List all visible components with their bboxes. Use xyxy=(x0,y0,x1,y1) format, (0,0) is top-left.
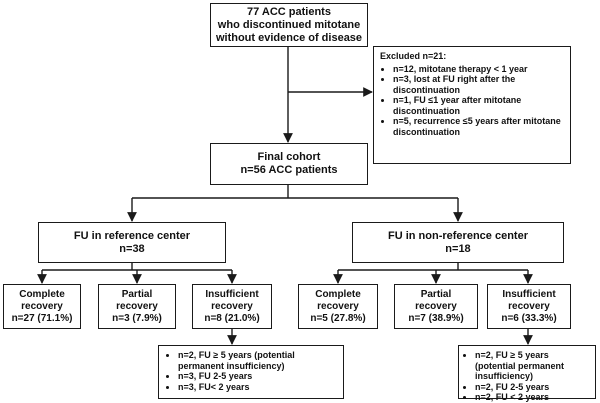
non-reference-center-box: FU in non-reference center n=18 xyxy=(352,222,564,263)
left-complete-recovery-box: Complete recovery n=27 (71.1%) xyxy=(3,284,81,329)
detail-item: n=3, FU< 2 years xyxy=(178,382,337,393)
excluded-list: n=12, mitotane therapy < 1 year n=3, los… xyxy=(380,64,564,138)
excluded-item: n=1, FU ≤1 year after mitotane discontin… xyxy=(393,95,564,116)
left-insufficient-recovery-box: Insufficient recovery n=8 (21.0%) xyxy=(192,284,272,329)
left-detail-list: n=2, FU ≥ 5 years (potential permanent i… xyxy=(165,350,337,392)
left-partial-count: n=3 (7.9%) xyxy=(112,312,162,324)
left-partial-label1: Partial xyxy=(121,288,153,300)
left-insufficient-detail-box: n=2, FU ≥ 5 years (potential permanent i… xyxy=(158,345,344,399)
right-complete-label1: Complete xyxy=(315,288,361,300)
right-complete-recovery-box: Complete recovery n=5 (27.8%) xyxy=(298,284,378,329)
right-partial-count: n=7 (38.9%) xyxy=(408,312,464,324)
left-complete-label1: Complete xyxy=(19,288,65,300)
detail-item: n=2, FU 2-5 years xyxy=(475,382,591,393)
final-cohort-title: Final cohort xyxy=(257,151,321,163)
non-reference-center-title: FU in non-reference center xyxy=(388,229,528,242)
initial-cohort-line2: who discontinued mitotane xyxy=(217,18,361,31)
left-complete-count: n=27 (71.1%) xyxy=(11,312,73,324)
left-complete-label2: recovery xyxy=(21,300,63,312)
right-insufficient-count: n=6 (33.3%) xyxy=(501,312,557,324)
detail-item: n=3, FU 2-5 years xyxy=(178,371,337,382)
right-detail-list: n=2, FU ≥ 5 years (potential permanent i… xyxy=(464,350,591,403)
initial-cohort-box: 77 ACC patients who discontinued mitotan… xyxy=(210,3,368,47)
left-insufficient-count: n=8 (21.0%) xyxy=(204,312,260,324)
right-insufficient-recovery-box: Insufficient recovery n=6 (33.3%) xyxy=(487,284,571,329)
right-partial-label2: recovery xyxy=(415,300,457,312)
right-complete-label2: recovery xyxy=(317,300,359,312)
excluded-box: Excluded n=21: n=12, mitotane therapy < … xyxy=(373,46,571,164)
right-insufficient-label1: Insufficient xyxy=(502,288,556,300)
left-insufficient-label2: recovery xyxy=(211,300,253,312)
excluded-item: n=5, recurrence ≤5 years after mitotane … xyxy=(393,116,564,137)
detail-item: n=2, FU ≥ 5 years (potential permanent i… xyxy=(178,350,337,371)
right-partial-label1: Partial xyxy=(420,288,452,300)
left-partial-label2: recovery xyxy=(116,300,158,312)
excluded-item: n=12, mitotane therapy < 1 year xyxy=(393,64,564,75)
non-reference-center-count: n=18 xyxy=(445,242,471,255)
reference-center-title: FU in reference center xyxy=(73,229,191,242)
initial-cohort-line3: without evidence of disease xyxy=(215,31,363,44)
reference-center-box: FU in reference center n=38 xyxy=(38,222,226,263)
detail-item: n=2, FU < 2 years xyxy=(475,392,591,403)
right-insufficient-detail-box: n=2, FU ≥ 5 years (potential permanent i… xyxy=(458,345,596,402)
left-partial-recovery-box: Partial recovery n=3 (7.9%) xyxy=(98,284,176,329)
reference-center-count: n=38 xyxy=(119,242,145,255)
right-insufficient-label2: recovery xyxy=(508,300,550,312)
right-partial-recovery-box: Partial recovery n=7 (38.9%) xyxy=(394,284,478,329)
initial-cohort-line1: 77 ACC patients xyxy=(247,5,331,18)
excluded-item: n=3, lost at FU right after the disconti… xyxy=(393,74,564,95)
final-cohort-box: Final cohort n=56 ACC patients xyxy=(210,143,368,185)
left-insufficient-label1: Insufficient xyxy=(205,288,259,300)
excluded-title: Excluded n=21: xyxy=(380,51,447,61)
final-cohort-count: n=56 ACC patients xyxy=(240,164,338,176)
detail-item: n=2, FU ≥ 5 years (potential permanent i… xyxy=(475,350,591,382)
right-complete-count: n=5 (27.8%) xyxy=(310,312,366,324)
